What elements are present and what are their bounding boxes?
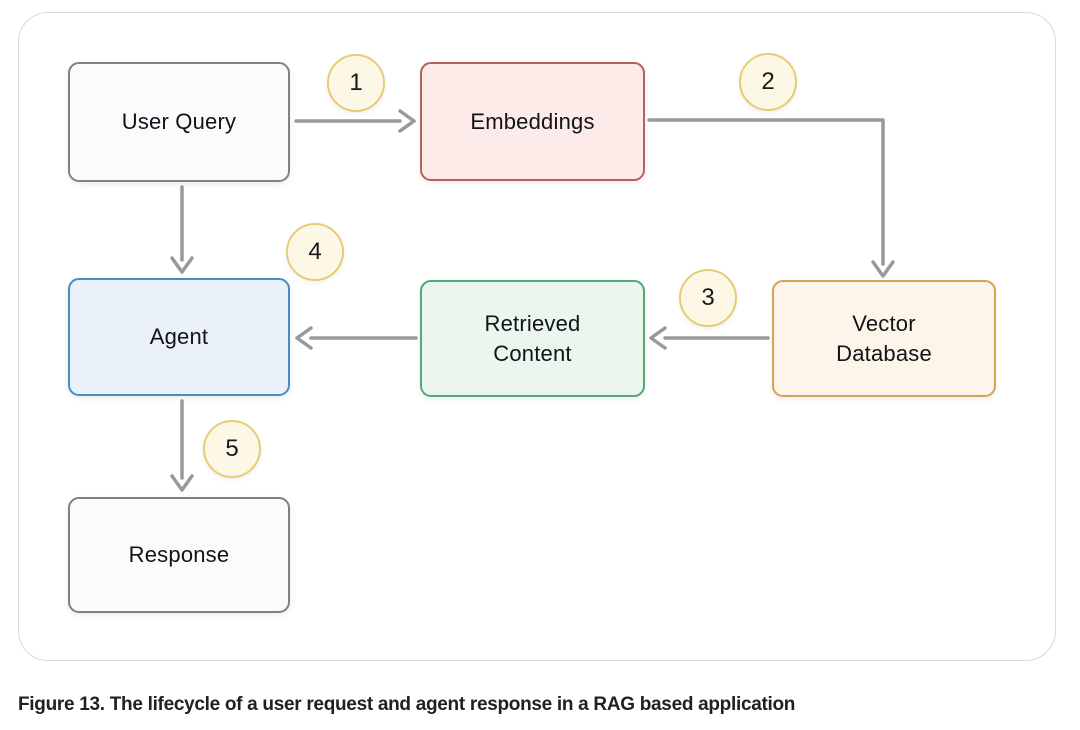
step-badge-1-number: 1	[349, 69, 363, 96]
node-retrieved-content: Retrieved Content	[420, 280, 645, 397]
step-badge-3-number: 3	[701, 284, 715, 311]
node-response: Response	[68, 497, 290, 613]
step-badge-2: 2	[739, 53, 797, 111]
figure-caption: Figure 13. The lifecycle of a user reque…	[18, 694, 796, 715]
step-badge-5-number: 5	[225, 435, 239, 462]
step-badge-5: 5	[203, 420, 261, 478]
step-badge-4: 4	[286, 223, 344, 281]
node-vector-database-label: Vector Database	[836, 311, 932, 366]
node-response-label: Response	[128, 542, 230, 568]
step-badge-3: 3	[679, 269, 737, 327]
node-embeddings-label: Embeddings	[470, 108, 595, 134]
step-badge-2-number: 2	[761, 68, 775, 95]
node-agent-label: Agent	[149, 324, 209, 350]
node-user-query: User Query	[68, 62, 290, 182]
node-user-query-label: User Query	[121, 109, 237, 135]
node-retrieved-content-label: Retrieved Content	[484, 311, 581, 366]
node-vector-database: Vector Database	[772, 280, 996, 397]
node-embeddings: Embeddings	[420, 62, 645, 181]
step-badge-4-number: 4	[308, 238, 322, 265]
node-agent: Agent	[68, 278, 290, 396]
step-badge-1: 1	[327, 54, 385, 112]
